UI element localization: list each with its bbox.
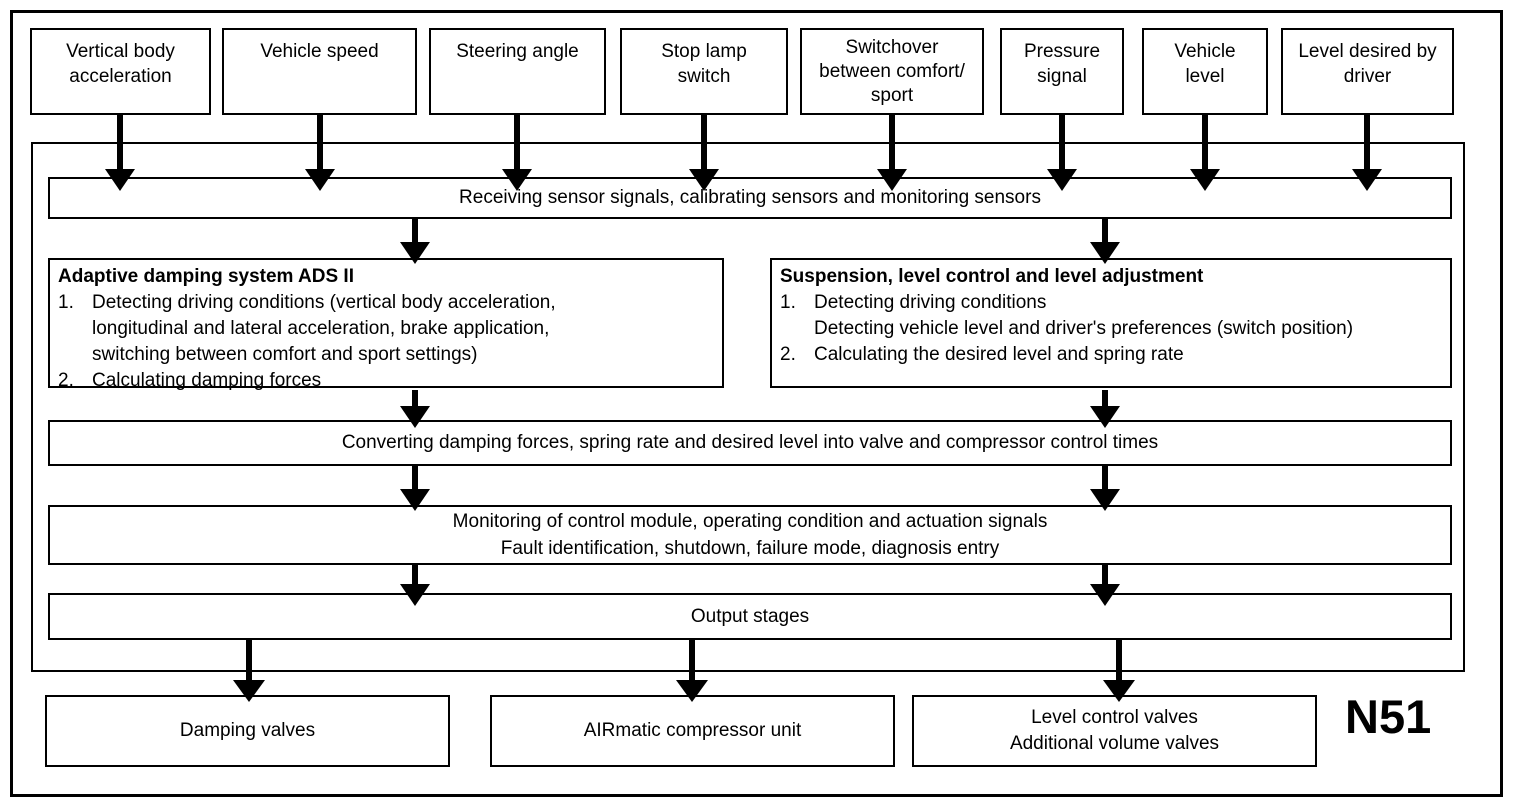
input-box-vehicle-speed: Vehicle speed [222,28,417,115]
output-label: Additional volume valves [1009,733,1220,754]
arrow-input-5 [877,115,907,191]
item-line: Calculating the desired level and spring… [814,344,1184,365]
input-box-vehicle-level: Vehicle level [1142,28,1268,115]
arrow-input-1 [105,115,135,191]
input-label: Stop lamp [661,41,747,62]
item-number: 1. [58,292,74,313]
input-label: Steering angle [456,41,579,62]
input-box-steering-angle: Steering angle [429,28,606,115]
input-box-vertical-body-acceleration: Vertical body acceleration [30,28,211,115]
receiving-bar-label: Receiving sensor signals, calibrating se… [459,187,1041,208]
item-number: 1. [780,292,796,313]
arrow-monitoring-to-output-left [400,565,430,606]
outer-frame [10,10,1503,797]
input-label: Level desired by [1298,41,1437,62]
ads-panel-title: Adaptive damping system ADS II [58,266,354,287]
item-line: longitudinal and lateral acceleration, b… [92,318,550,339]
monitoring-bar: Monitoring of control module, operating … [48,505,1452,565]
input-label: signal [1037,66,1087,87]
ads-panel-item-1: 1. Detecting driving conditions (vertica… [58,290,714,368]
input-box-pressure-signal: Pressure signal [1000,28,1124,115]
input-label: driver [1343,66,1392,87]
ads-panel: Adaptive damping system ADS II 1. Detect… [48,258,724,391]
arrow-converting-to-monitoring-right [1090,466,1120,511]
output-label: AIRmatic compressor unit [583,720,802,741]
input-label: Pressure [1023,41,1101,62]
arrow-input-4 [689,115,719,191]
input-label: sport [870,85,914,106]
input-box-stop-lamp-switch: Stop lamp switch [620,28,788,115]
ads-panel-item-2: 2. Calculating damping forces [58,368,714,394]
arrow-to-damping-valves [233,640,265,702]
input-label: between comfort/ [819,61,965,82]
input-box-level-desired-by-driver: Level desired by driver [1281,28,1454,115]
output-box-damping-valves: Damping valves [45,695,450,767]
item-number: 2. [58,370,74,391]
item-line: Detecting driving conditions [814,292,1047,313]
item-number: 2. [780,344,796,365]
arrow-suspension-to-converting [1090,390,1120,428]
control-module-id-label: N51 [1345,690,1432,743]
arrow-input-6 [1047,115,1077,191]
item-line: switching between comfort and sport sett… [92,344,478,365]
arrow-monitoring-to-output-right [1090,565,1120,606]
input-label: acceleration [69,66,172,87]
suspension-panel-title: Suspension, level control and level adju… [780,266,1204,287]
output-box-airmatic-compressor-unit: AIRmatic compressor unit [490,695,895,767]
input-label: level [1185,66,1225,87]
control-module-container [31,142,1465,672]
input-label: Switchover [845,37,939,58]
input-label: Vehicle [1174,41,1236,62]
receiving-sensor-signals-bar: Receiving sensor signals, calibrating se… [48,177,1452,219]
output-box-level-control-valves: Level control valves Additional volume v… [912,695,1317,767]
output-label: Level control valves [1031,707,1198,728]
arrow-receiving-to-suspension [1090,219,1120,264]
suspension-panel: Suspension, level control and level adju… [770,258,1452,388]
monitoring-bar-line: Fault identification, shutdown, failure … [500,538,1000,559]
arrow-input-3 [502,115,532,191]
item-line: Calculating damping forces [92,370,322,391]
output-label: Damping valves [179,720,316,741]
input-label: Vertical body [66,41,175,62]
arrow-converting-to-monitoring-left [400,466,430,511]
arrow-receiving-to-ads [400,219,430,264]
arrow-to-level-control-valves [1103,640,1135,702]
converting-bar: Converting damping forces, spring rate a… [48,420,1452,466]
suspension-panel-item-1: 1. Detecting driving conditions Detectin… [780,290,1442,342]
input-label: Vehicle speed [260,41,379,62]
monitoring-bar-line: Monitoring of control module, operating … [452,511,1048,532]
output-stages-label: Output stages [690,605,810,627]
output-stages-bar: Output stages [48,593,1452,640]
arrow-input-8 [1352,115,1382,191]
item-line: Detecting vehicle level and driver's pre… [814,318,1354,339]
item-line: Detecting driving conditions (vertical b… [92,292,556,313]
arrow-input-2 [305,115,335,191]
input-box-switchover-comfort-sport: Switchover between comfort/ sport [800,28,984,115]
converting-bar-label: Converting damping forces, spring rate a… [341,432,1159,453]
suspension-panel-item-2: 2. Calculating the desired level and spr… [780,342,1442,368]
input-label: switch [677,66,731,87]
arrow-ads-to-converting [400,390,430,428]
arrow-to-airmatic-compressor [676,640,708,702]
arrow-input-7 [1190,115,1220,191]
